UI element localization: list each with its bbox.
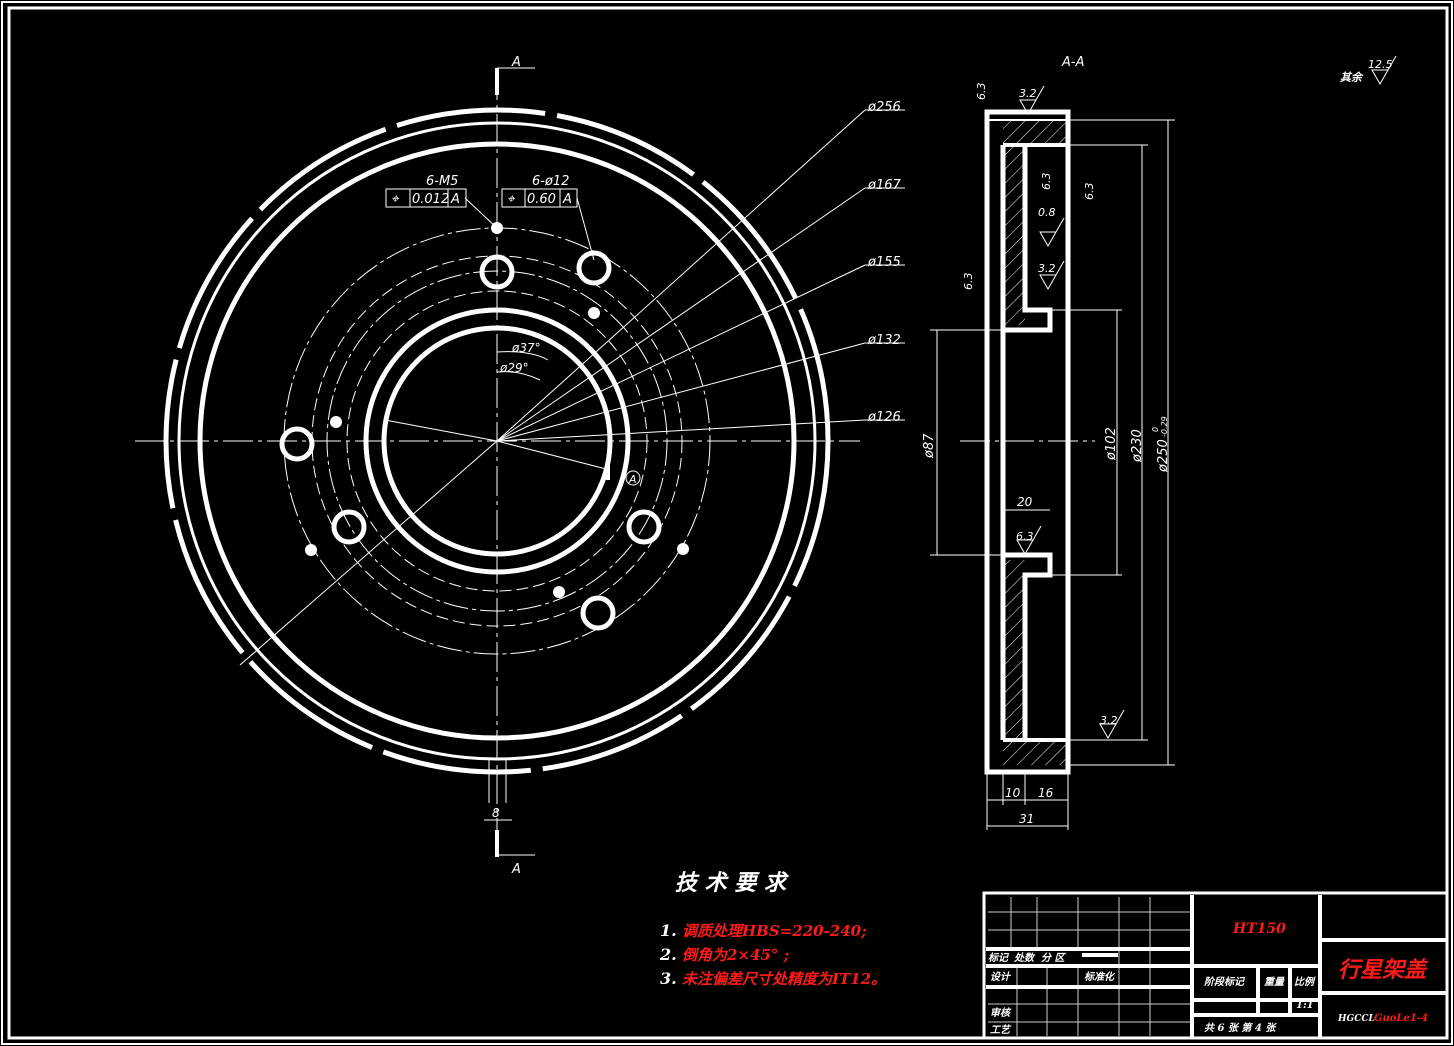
tolerance-value-2: 0.60 (527, 192, 556, 207)
dim-d250: ø250 (1156, 439, 1171, 473)
callout-6-d12: 6-ø12 (532, 174, 569, 189)
requirement-number: 2. (659, 945, 677, 964)
sheet-count: 共 6 张 第 4 张 (1204, 1022, 1277, 1034)
label-process: 工艺 (990, 1024, 1012, 1036)
label-design: 设计 (990, 971, 1012, 983)
dim-d250-tol-upper: 0 (1151, 427, 1160, 432)
datum-1: A (450, 192, 460, 207)
dim-d256: ø256 (867, 100, 901, 115)
dim-10: 10 (1005, 786, 1021, 800)
section-view (930, 55, 1397, 830)
dim-d132: ø132 (867, 333, 901, 348)
roughness-symbols (1016, 55, 1397, 740)
threaded-holes (305, 222, 689, 598)
dim-d155: ø155 (867, 255, 901, 270)
position-symbol: ⌖ (391, 192, 400, 207)
dim-d126: ø126 (867, 410, 901, 425)
requirement-2: 倒角为2×45° ; (682, 946, 789, 964)
roughness-value: 6.3 (1083, 183, 1096, 201)
tolerance-value-1: 0.012 (412, 192, 449, 207)
label-mark: 标记 (988, 952, 1010, 964)
part-name: 行星架盖 (1338, 957, 1428, 983)
other-surfaces-label: 其余 (1340, 71, 1364, 84)
bolt-holes (279, 250, 662, 631)
dim-d87: ø87 (922, 433, 937, 459)
dim-d167: ø167 (867, 178, 901, 193)
label-scale: 比例 (1294, 976, 1316, 988)
dim-d250-tol-lower: -0.29 (1160, 416, 1169, 437)
general-roughness-value: 12.5 (1368, 58, 1393, 71)
dim-31: 31 (1019, 812, 1034, 826)
title-block (982, 891, 1449, 1040)
roughness-value: 3.2 (1038, 262, 1056, 275)
datum-mark: A (628, 473, 637, 486)
scale-value: 1:1 (1296, 1000, 1314, 1011)
dim-d102: ø102 (1104, 427, 1119, 461)
front-view (135, 67, 905, 857)
dim-d230: ø230 (1130, 429, 1145, 463)
angle-29: ø29° (499, 361, 529, 375)
label-weight: 重量 (1264, 976, 1286, 988)
requirement-3: 未注偏差尺寸处精度为IT12。 (682, 970, 886, 988)
drawing-number: GuoLe1-4 (1374, 1013, 1428, 1024)
datum-2: A (562, 192, 572, 207)
slot-width: 8 (492, 806, 500, 820)
callout-6-m5: 6-M5 (426, 174, 458, 189)
requirement-number: 1. (660, 921, 677, 940)
label-zone: 分 区 (1041, 952, 1066, 964)
label-review: 审核 (990, 1007, 1012, 1019)
roughness-value: 0.8 (1038, 206, 1056, 219)
roughness-value: 3.2 (1100, 714, 1118, 727)
section-marker-top: A (511, 55, 521, 70)
tech-requirements-title: 技 术 要 求 (675, 870, 789, 896)
roughness-value: 6.3 (962, 273, 975, 291)
requirement-number: 3. (660, 969, 677, 988)
roughness-value: 6.3 (1016, 530, 1034, 543)
section-title: A-A (1061, 55, 1084, 70)
section-marker-bottom: A (511, 862, 521, 877)
roughness-value: 6.3 (975, 83, 988, 101)
label-stage: 阶段标记 (1204, 976, 1246, 988)
dim-16: 16 (1038, 786, 1054, 800)
label-standard: 标准化 (1084, 971, 1116, 983)
requirement-1: 调质处理HBS=220-240; (682, 922, 867, 940)
drawing-number-prefix: HGCCL (1337, 1014, 1375, 1024)
roughness-value: 6.3 (1040, 173, 1053, 191)
angle-37: ø37° (511, 341, 541, 355)
inner-frame (7, 6, 1449, 1040)
position-symbol: ⌖ (507, 192, 516, 207)
label-count: 处数 (1013, 952, 1036, 964)
roughness-value: 3.2 (1019, 87, 1037, 100)
dim-20: 20 (1017, 495, 1033, 509)
material: HT150 (1232, 921, 1286, 937)
